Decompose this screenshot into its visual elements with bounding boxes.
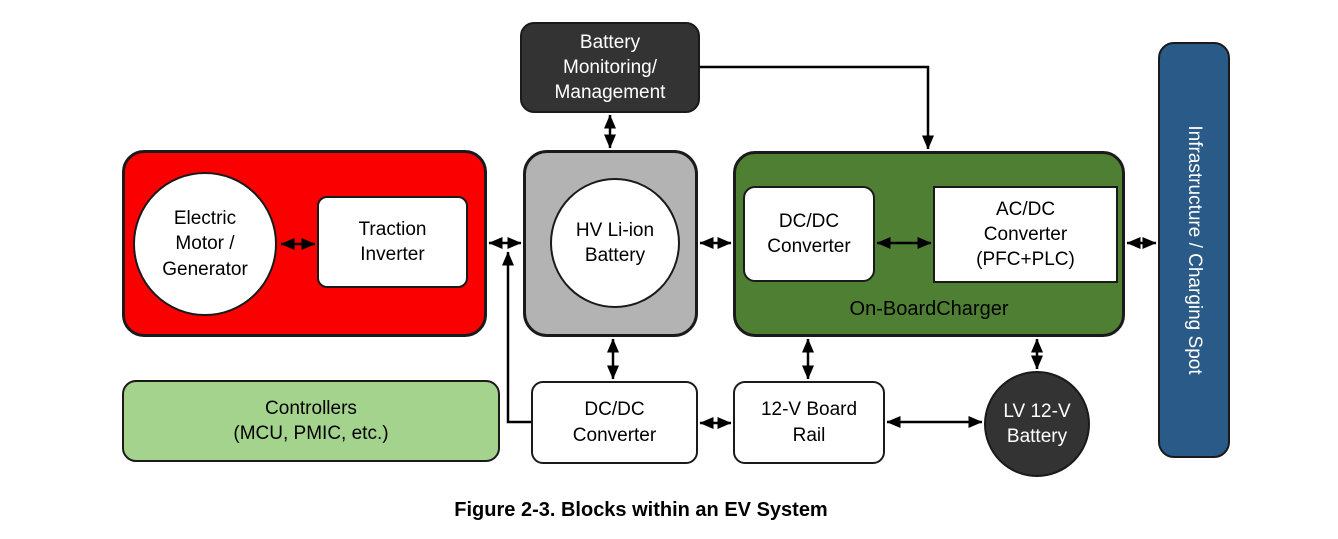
controllers-label: Controllers (MCU, PMIC, etc.) (233, 397, 389, 444)
electric-motor-label: Electric Motor / Generator (162, 208, 248, 280)
obc-acdc-converter-block: AC/DC Converter (PFC+PLC) (933, 186, 1118, 283)
board-rail-label: 12-V Board Rail (760, 399, 858, 446)
figure-caption: Figure 2-3. Blocks within an EV System (454, 499, 828, 521)
board-rail-block: 12-V Board Rail (733, 381, 885, 464)
electric-motor-block: Electric Motor / Generator (133, 172, 277, 316)
obc-dcdc-converter-block: DC/DC Converter (743, 186, 875, 282)
battery-monitoring-block: Battery Monitoring/ Management (520, 22, 700, 113)
traction-inverter-label: Traction Inverter (358, 218, 427, 265)
battery-monitoring-label: Battery Monitoring/ Management (554, 31, 666, 104)
on-board-charger-label: On-BoardCharger (849, 297, 1009, 320)
obc-acdc-converter-label: AC/DC Converter (PFC+PLC) (976, 198, 1075, 271)
infrastructure-label: Infrastructure / Charging Spot (1184, 125, 1205, 375)
lv-battery-block: LV 12-V Battery (984, 371, 1090, 477)
aux-dcdc-converter-block: DC/DC Converter (531, 381, 698, 464)
obc-dcdc-converter-label: DC/DC Converter (767, 210, 851, 257)
connector-bmm-to-obc (700, 65, 934, 150)
infrastructure-block (1158, 42, 1230, 458)
traction-inverter-block: Traction Inverter (317, 196, 468, 288)
lv-battery-label: LV 12-V Battery (1003, 400, 1071, 447)
hv-battery-block: HV Li-ion Battery (550, 178, 680, 308)
controllers-block: Controllers (MCU, PMIC, etc.) (122, 380, 500, 462)
hv-battery-label: HV Li-ion Battery (575, 219, 655, 266)
aux-dcdc-converter-label: DC/DC Converter (572, 399, 657, 446)
